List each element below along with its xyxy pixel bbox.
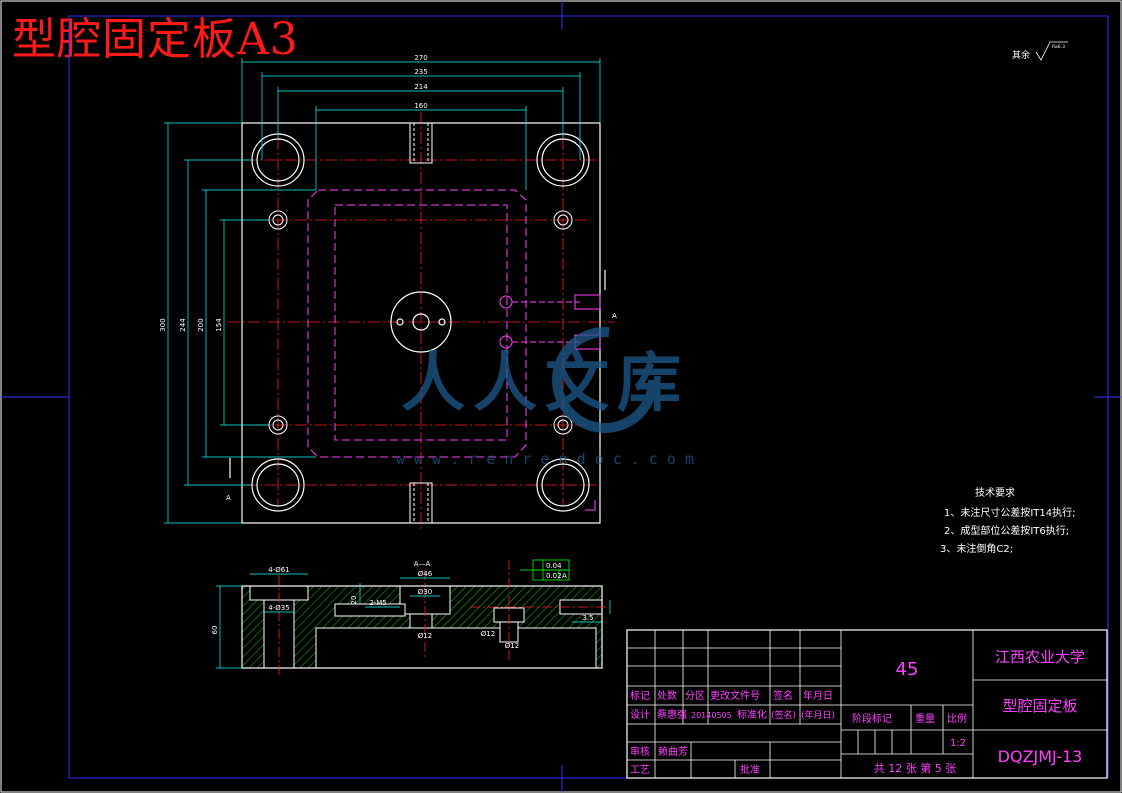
roughness-label: 其余 (1012, 49, 1030, 61)
drawing-title: 型腔固定板A3 (12, 14, 299, 65)
watermark-text: 人人文库 (401, 347, 689, 421)
section-mark-right: A (612, 312, 617, 320)
top-dimension-lines (241, 58, 601, 190)
tb-d5: (年月日) (801, 709, 835, 721)
side-threaded-holes (409, 122, 433, 524)
dim-left-0: 300 (159, 318, 167, 331)
sec-dim-4: 2-M5 (369, 599, 386, 607)
sec-dim-6: Ø12 (481, 630, 495, 638)
tb-h3: 更改文件号 (710, 689, 760, 702)
tb-craft: 工艺 (630, 764, 650, 776)
tb-h2: 分区 (685, 690, 705, 702)
dim-top-1: 235 (414, 68, 427, 76)
screw-holes (268, 210, 573, 435)
dim-top-3: 160 (414, 102, 427, 110)
tb-sheets: 共 12 张 第 5 张 (874, 761, 956, 775)
tol-0: 0.04 (546, 562, 562, 570)
dim-top-0: 270 (414, 54, 427, 62)
section-mark-left: A (226, 494, 231, 502)
sec-dim-8: 60 (211, 626, 219, 635)
tb-drawing-no: DQZJMJ-13 (998, 747, 1083, 766)
tb-d4: (签名) (771, 709, 796, 721)
section-markers (229, 270, 606, 478)
sec-dim-1: 4-Ø35 (268, 604, 289, 612)
sec-dim-9: 20 (350, 596, 358, 605)
tb-review: 审核 (630, 745, 650, 758)
cavity-outline (307, 189, 527, 458)
sec-dim-0: 4-Ø61 (268, 566, 289, 574)
tb-d1: 蔡惠强 (657, 708, 687, 721)
sec-dim-5: Ø12 (418, 632, 432, 640)
tb-part-name: 型腔固定板 (1002, 697, 1077, 715)
tech-req-heading: 技术要求 (975, 486, 1015, 499)
dim-left-2: 200 (197, 318, 205, 331)
tech-req-3: 3、未注倒角C2; (940, 542, 1013, 555)
dim-top-2: 214 (414, 83, 428, 91)
dim-left-3: 154 (215, 318, 223, 332)
tol-1: 0.02 (546, 572, 562, 580)
tb-h0: 标记 (630, 690, 650, 702)
tb-reviewer: 赖曲芳 (658, 745, 688, 758)
tb-stage-2: 比例 (947, 712, 967, 725)
tb-h5: 年月日 (803, 689, 833, 702)
tb-material: 45 (896, 659, 919, 680)
sprue-hole (390, 291, 452, 353)
dim-left-1: 244 (179, 318, 187, 332)
tb-d3: 标准化 (737, 708, 767, 721)
left-dimension-lines (164, 122, 316, 524)
tol-2: A (562, 572, 567, 580)
tb-stage-0: 阶段标记 (852, 712, 892, 725)
tb-d0: 设计 (630, 708, 650, 721)
plan-center-lines (228, 112, 615, 530)
roughness-value: Ra6.3 (1052, 44, 1065, 50)
sec-dim-10: 3.5 (582, 614, 593, 622)
tb-stage-1: 重量 (915, 712, 935, 725)
tb-d2: 20140505 (691, 711, 732, 720)
watermark: 人人文库 w w w . r e n r e n d o c . c o m (396, 327, 694, 468)
tb-school: 江西农业大学 (995, 648, 1085, 666)
sec-dim-2: Ø46 (418, 570, 433, 578)
tb-h4: 签名 (773, 689, 793, 702)
tb-approve: 批准 (740, 763, 760, 776)
tech-req-1: 1、未注尺寸公差按IT14执行; (944, 506, 1076, 519)
roughness-icon (1035, 41, 1068, 61)
title-block: 标记 处数 分区 更改文件号 签名 年月日 设计 蔡惠强 20140505 标准… (626, 629, 1108, 779)
tb-h1: 处数 (657, 689, 677, 702)
section-label: A—A (414, 560, 431, 568)
watermark-url: w w w . r e n r e n d o c . c o m (396, 450, 694, 468)
tech-req-2: 2、成型部位公差按IT6执行; (944, 524, 1069, 537)
sec-dim-7: Ø12 (505, 642, 519, 650)
plan-view: 270 235 214 160 300 244 200 154 A A (159, 54, 617, 530)
tb-scale: 1:2 (950, 738, 966, 749)
section-view: 4-Ø61 4-Ø35 Ø46 Ø30 2-M5 Ø12 Ø12 Ø12 60 … (211, 559, 611, 675)
sec-dim-3: Ø30 (418, 588, 432, 596)
